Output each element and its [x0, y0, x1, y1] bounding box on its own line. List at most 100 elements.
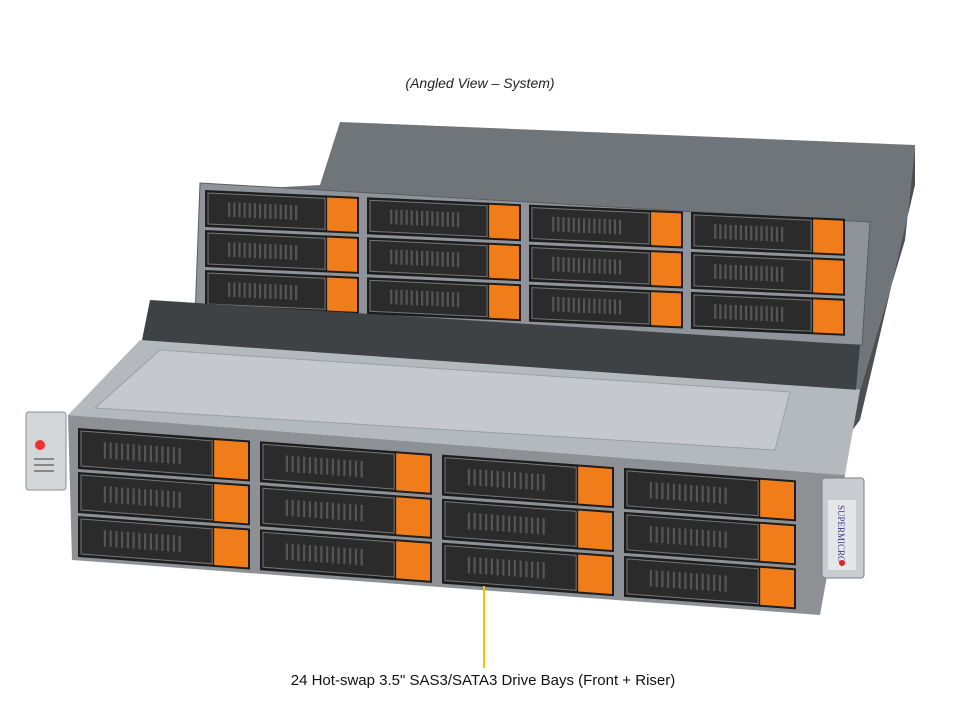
vent-slot — [161, 446, 164, 463]
drive-release-latch[interactable] — [651, 212, 681, 247]
vent-slot — [178, 447, 181, 465]
riser-drive-bay[interactable] — [529, 244, 683, 289]
vent-slot — [724, 264, 727, 280]
vent-slot — [295, 205, 298, 220]
vent-slot — [258, 243, 262, 259]
front-drive-bay[interactable] — [442, 542, 614, 597]
drive-release-latch[interactable] — [813, 299, 843, 334]
drive-release-latch[interactable] — [327, 277, 357, 312]
drive-release-latch[interactable] — [489, 204, 519, 240]
vent-slot — [513, 516, 516, 533]
vent-slot — [690, 528, 693, 546]
left-control-panel[interactable] — [25, 411, 67, 491]
vent-slot — [729, 264, 732, 280]
vent-slot — [420, 290, 424, 306]
drive-release-latch[interactable] — [489, 244, 519, 280]
vent-slot — [582, 298, 586, 313]
front-drive-bay[interactable] — [260, 441, 432, 495]
vent-slot — [724, 487, 727, 504]
riser-drive-bay[interactable] — [691, 251, 845, 296]
vent-slot — [598, 258, 601, 274]
vent-slot — [405, 210, 408, 225]
drive-release-latch[interactable] — [813, 259, 843, 294]
vent-slot — [531, 517, 534, 534]
drive-release-latch[interactable] — [578, 466, 612, 506]
drive-release-latch[interactable] — [214, 527, 248, 568]
vent-slot — [684, 484, 687, 501]
vent-slot — [441, 291, 444, 307]
vent-slot — [103, 442, 106, 459]
vent-slot — [479, 469, 482, 486]
drive-tray — [262, 487, 395, 534]
vent-slot — [400, 209, 403, 225]
drive-release-latch[interactable] — [396, 453, 430, 493]
front-drive-bay[interactable] — [78, 516, 250, 570]
vent-slot — [337, 547, 340, 564]
vent-slot — [552, 256, 555, 272]
drive-release-latch[interactable] — [214, 483, 248, 524]
riser-drive-bay[interactable] — [367, 277, 521, 322]
riser-drive-bay[interactable] — [691, 211, 845, 256]
vent-slot — [661, 482, 664, 500]
vent-slot — [126, 531, 129, 549]
vent-slot — [678, 484, 681, 501]
vent-slot — [395, 209, 398, 225]
vent-slot — [126, 443, 129, 461]
power-button-icon[interactable] — [35, 440, 45, 450]
vent-slot — [314, 501, 317, 518]
drive-release-latch[interactable] — [327, 197, 357, 232]
drive-release-latch[interactable] — [214, 439, 248, 480]
vent-slot — [519, 516, 522, 533]
front-drive-bay[interactable] — [260, 529, 432, 583]
vent-slot — [713, 530, 716, 548]
vent-slot — [308, 545, 311, 562]
drive-release-latch[interactable] — [760, 567, 794, 608]
vent-slot — [436, 251, 439, 267]
front-drive-bay[interactable] — [624, 467, 796, 522]
front-drive-bay[interactable] — [624, 555, 796, 610]
vent-slot — [572, 297, 575, 313]
vent-slot — [562, 297, 565, 312]
riser-drive-bay[interactable] — [205, 270, 359, 314]
vent-slot — [446, 211, 449, 227]
vent-slot — [531, 561, 534, 578]
vent-slot — [326, 502, 329, 519]
vent-slot — [431, 291, 434, 307]
vent-slot — [343, 547, 346, 565]
vent-slot — [274, 204, 277, 220]
riser-drive-bay[interactable] — [529, 204, 683, 249]
drive-tray — [531, 207, 650, 245]
front-drive-bay[interactable] — [624, 511, 796, 566]
front-drive-bay[interactable] — [78, 472, 250, 526]
drive-release-latch[interactable] — [578, 510, 612, 550]
riser-drive-bay[interactable] — [367, 237, 521, 282]
front-drive-bay[interactable] — [442, 498, 614, 553]
drive-release-latch[interactable] — [327, 237, 357, 272]
vent-slot — [253, 283, 257, 299]
vent-slot — [279, 284, 282, 300]
riser-drive-bay[interactable] — [367, 197, 521, 242]
drive-release-latch[interactable] — [489, 284, 519, 320]
drive-release-latch[interactable] — [396, 497, 430, 537]
riser-drive-bay[interactable] — [691, 291, 845, 336]
front-drive-bay[interactable] — [78, 428, 250, 482]
vent-slot — [750, 305, 753, 321]
vent-slot — [513, 472, 516, 489]
front-drive-bay[interactable] — [442, 454, 614, 509]
drive-release-latch[interactable] — [813, 219, 843, 254]
drive-tray — [80, 430, 213, 477]
vent-slot — [760, 266, 763, 281]
riser-drive-bay[interactable] — [205, 230, 359, 274]
front-drive-bay[interactable] — [260, 485, 432, 539]
riser-drive-bay[interactable] — [205, 190, 359, 234]
drive-release-latch[interactable] — [760, 523, 794, 564]
drive-release-latch[interactable] — [651, 292, 681, 327]
drive-release-latch[interactable] — [396, 541, 430, 581]
drive-release-latch[interactable] — [651, 252, 681, 287]
drive-release-latch[interactable] — [578, 554, 612, 594]
drive-release-latch[interactable] — [760, 479, 794, 520]
vent-slot — [415, 290, 419, 306]
riser-drive-bay[interactable] — [529, 284, 683, 329]
vent-slot — [531, 473, 534, 490]
vent-slot — [588, 258, 591, 274]
